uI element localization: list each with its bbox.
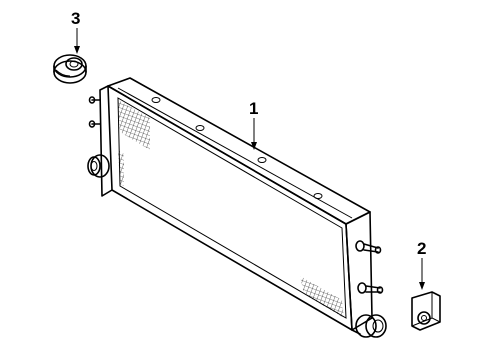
grommet-part — [53, 54, 87, 84]
leader-line-3 — [74, 28, 80, 54]
callout-3: 3 — [71, 9, 80, 28]
leader-line-1 — [251, 118, 257, 150]
callout-1: 1 — [249, 99, 258, 118]
leader-line-2 — [419, 258, 425, 290]
callout-2: 2 — [417, 239, 426, 258]
oil-cooler-part — [87, 77, 387, 338]
bracket-part — [411, 291, 441, 331]
